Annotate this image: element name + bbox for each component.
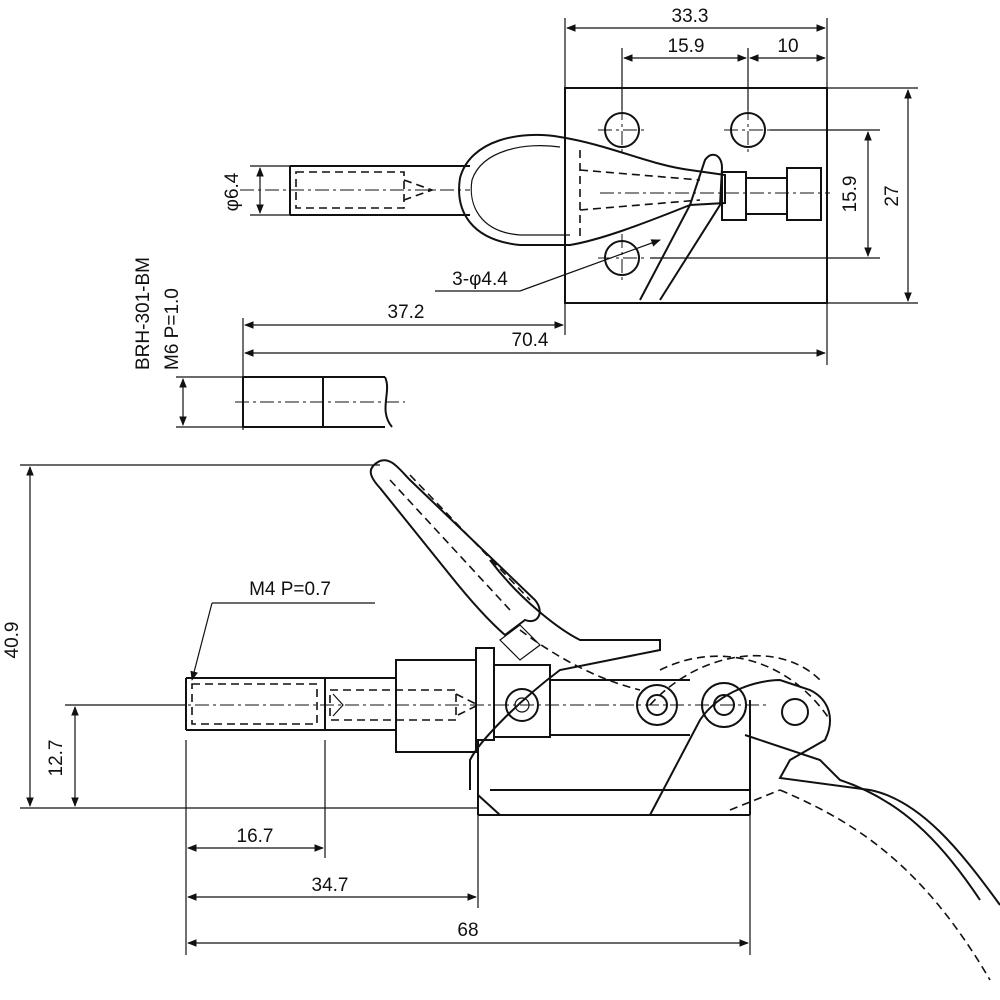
mounting-holes <box>598 106 772 282</box>
dim-axis-height: 12.7 <box>46 740 67 777</box>
model-label: BRH-301-BM <box>133 257 154 370</box>
dim-rod-to-base-side: 34.7 <box>312 875 349 896</box>
dim-total-length-top: 70.4 <box>512 330 549 351</box>
dim-base-height: 27 <box>882 185 903 206</box>
thread-callout: M4 P=0.7 <box>249 579 331 600</box>
plunger-rod <box>240 165 470 216</box>
dim-hole-spacing: 15.9 <box>668 36 705 57</box>
dim-edge-offset: 10 <box>777 36 798 57</box>
dim-total-length-side: 68 <box>457 920 478 941</box>
dim-overall-width: 33.3 <box>672 6 709 27</box>
dim-height-total: 40.9 <box>2 622 23 659</box>
dim-holes-note: 3-φ4.4 <box>452 269 508 290</box>
thread-label: M6 P=1.0 <box>162 288 183 370</box>
raised-handle <box>369 459 641 691</box>
top-view: 33.3 15.9 10 15.9 27 φ6.4 3-φ4.4 37.2 <box>222 6 918 430</box>
handle-grip <box>458 133 726 246</box>
dim-rod-to-base-top: 37.2 <box>388 302 425 323</box>
dim-hole-vertical: 15.9 <box>840 176 861 213</box>
dim-rod-diameter: φ6.4 <box>222 172 243 211</box>
thread-detail: BRH-301-BM M6 P=1.0 <box>133 257 405 428</box>
dim-thread-length: 16.7 <box>237 826 274 847</box>
side-view: M4 P=0.7 40.9 12.7 16.7 34.7 68 <box>2 459 1000 981</box>
